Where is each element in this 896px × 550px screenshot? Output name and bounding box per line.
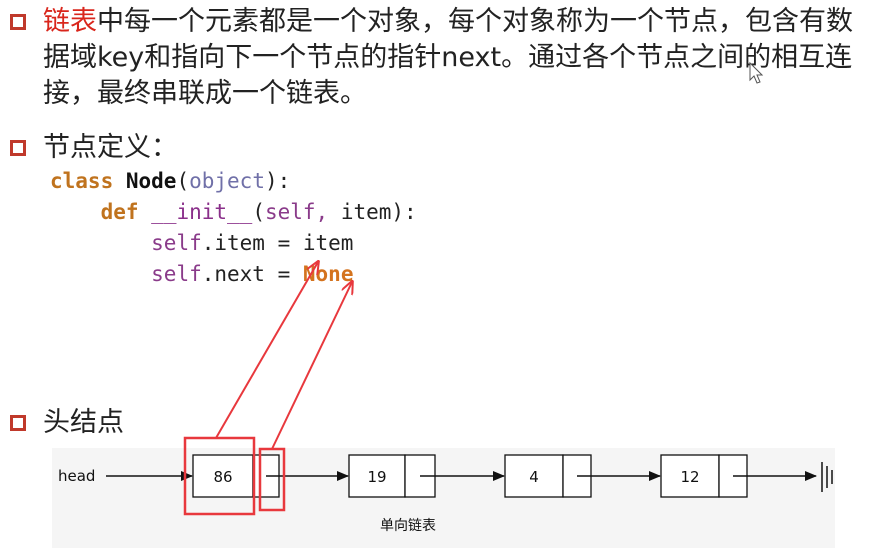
paren: ( [252, 200, 265, 224]
description-text: 中每一个元素都是一个对象，每个对象称为一个节点，包含有数据域key和指向下一个节… [43, 6, 853, 109]
paren-colon: ): [264, 169, 291, 193]
head-label: head [58, 467, 95, 485]
code-block: class Node(object): def __init__(self, i… [50, 166, 417, 290]
mouse-cursor-icon [749, 61, 764, 84]
diagram-caption: 单向链表 [380, 518, 436, 534]
assign-next: .next = [201, 262, 303, 286]
node-data-cell [348, 454, 406, 498]
paren: ( [176, 169, 190, 193]
annotation-arrow-item [215, 262, 318, 439]
init-method-name: __init__ [151, 200, 253, 224]
node-value: 19 [367, 468, 386, 486]
assign-item: .item = item [201, 231, 354, 255]
node-data-cell [192, 454, 254, 498]
highlight-term: 链表 [43, 6, 97, 37]
self-ref: self [151, 262, 202, 286]
node-value: 86 [213, 468, 232, 486]
square-bullet-icon [10, 415, 26, 431]
code-line-def: def __init__(self, item): [50, 197, 417, 228]
list-node: 12 [660, 454, 748, 498]
description-paragraph: 链表中每一个元素都是一个对象，每个对象称为一个节点，包含有数据域key和指向下一… [43, 4, 878, 112]
keyword-def: def [100, 200, 139, 224]
bullet-item-head-node: 头结点 [10, 405, 124, 441]
node-value: 4 [529, 468, 539, 486]
annotation-arrow-next [271, 282, 352, 450]
class-name: Node [125, 169, 177, 193]
self-ref: self [151, 231, 202, 255]
square-bullet-icon [10, 140, 26, 156]
node-value: 12 [680, 468, 699, 486]
code-line-next: self.next = None [50, 259, 417, 290]
square-bullet-icon [10, 14, 26, 30]
keyword-class: class [50, 169, 114, 193]
code-line-class: class Node(object): [50, 166, 417, 197]
node-data-cell [504, 454, 564, 498]
head-node-heading: 头结点 [43, 407, 124, 438]
null-terminator-icon [821, 462, 833, 492]
list-node: 86 [192, 454, 280, 498]
self-param: self, [264, 200, 329, 224]
highlight-box-data [183, 436, 256, 516]
bullet-item-linked-list-description: 链表中每一个元素都是一个对象，每个对象称为一个节点，包含有数据域key和指向下一… [10, 4, 878, 112]
bullet-item-node-definition: 节点定义： [10, 130, 178, 166]
params-rest: item): [328, 200, 417, 224]
node-definition-heading: 节点定义： [43, 132, 178, 163]
code-line-item: self.item = item [50, 228, 417, 259]
base-class: object [189, 169, 265, 193]
